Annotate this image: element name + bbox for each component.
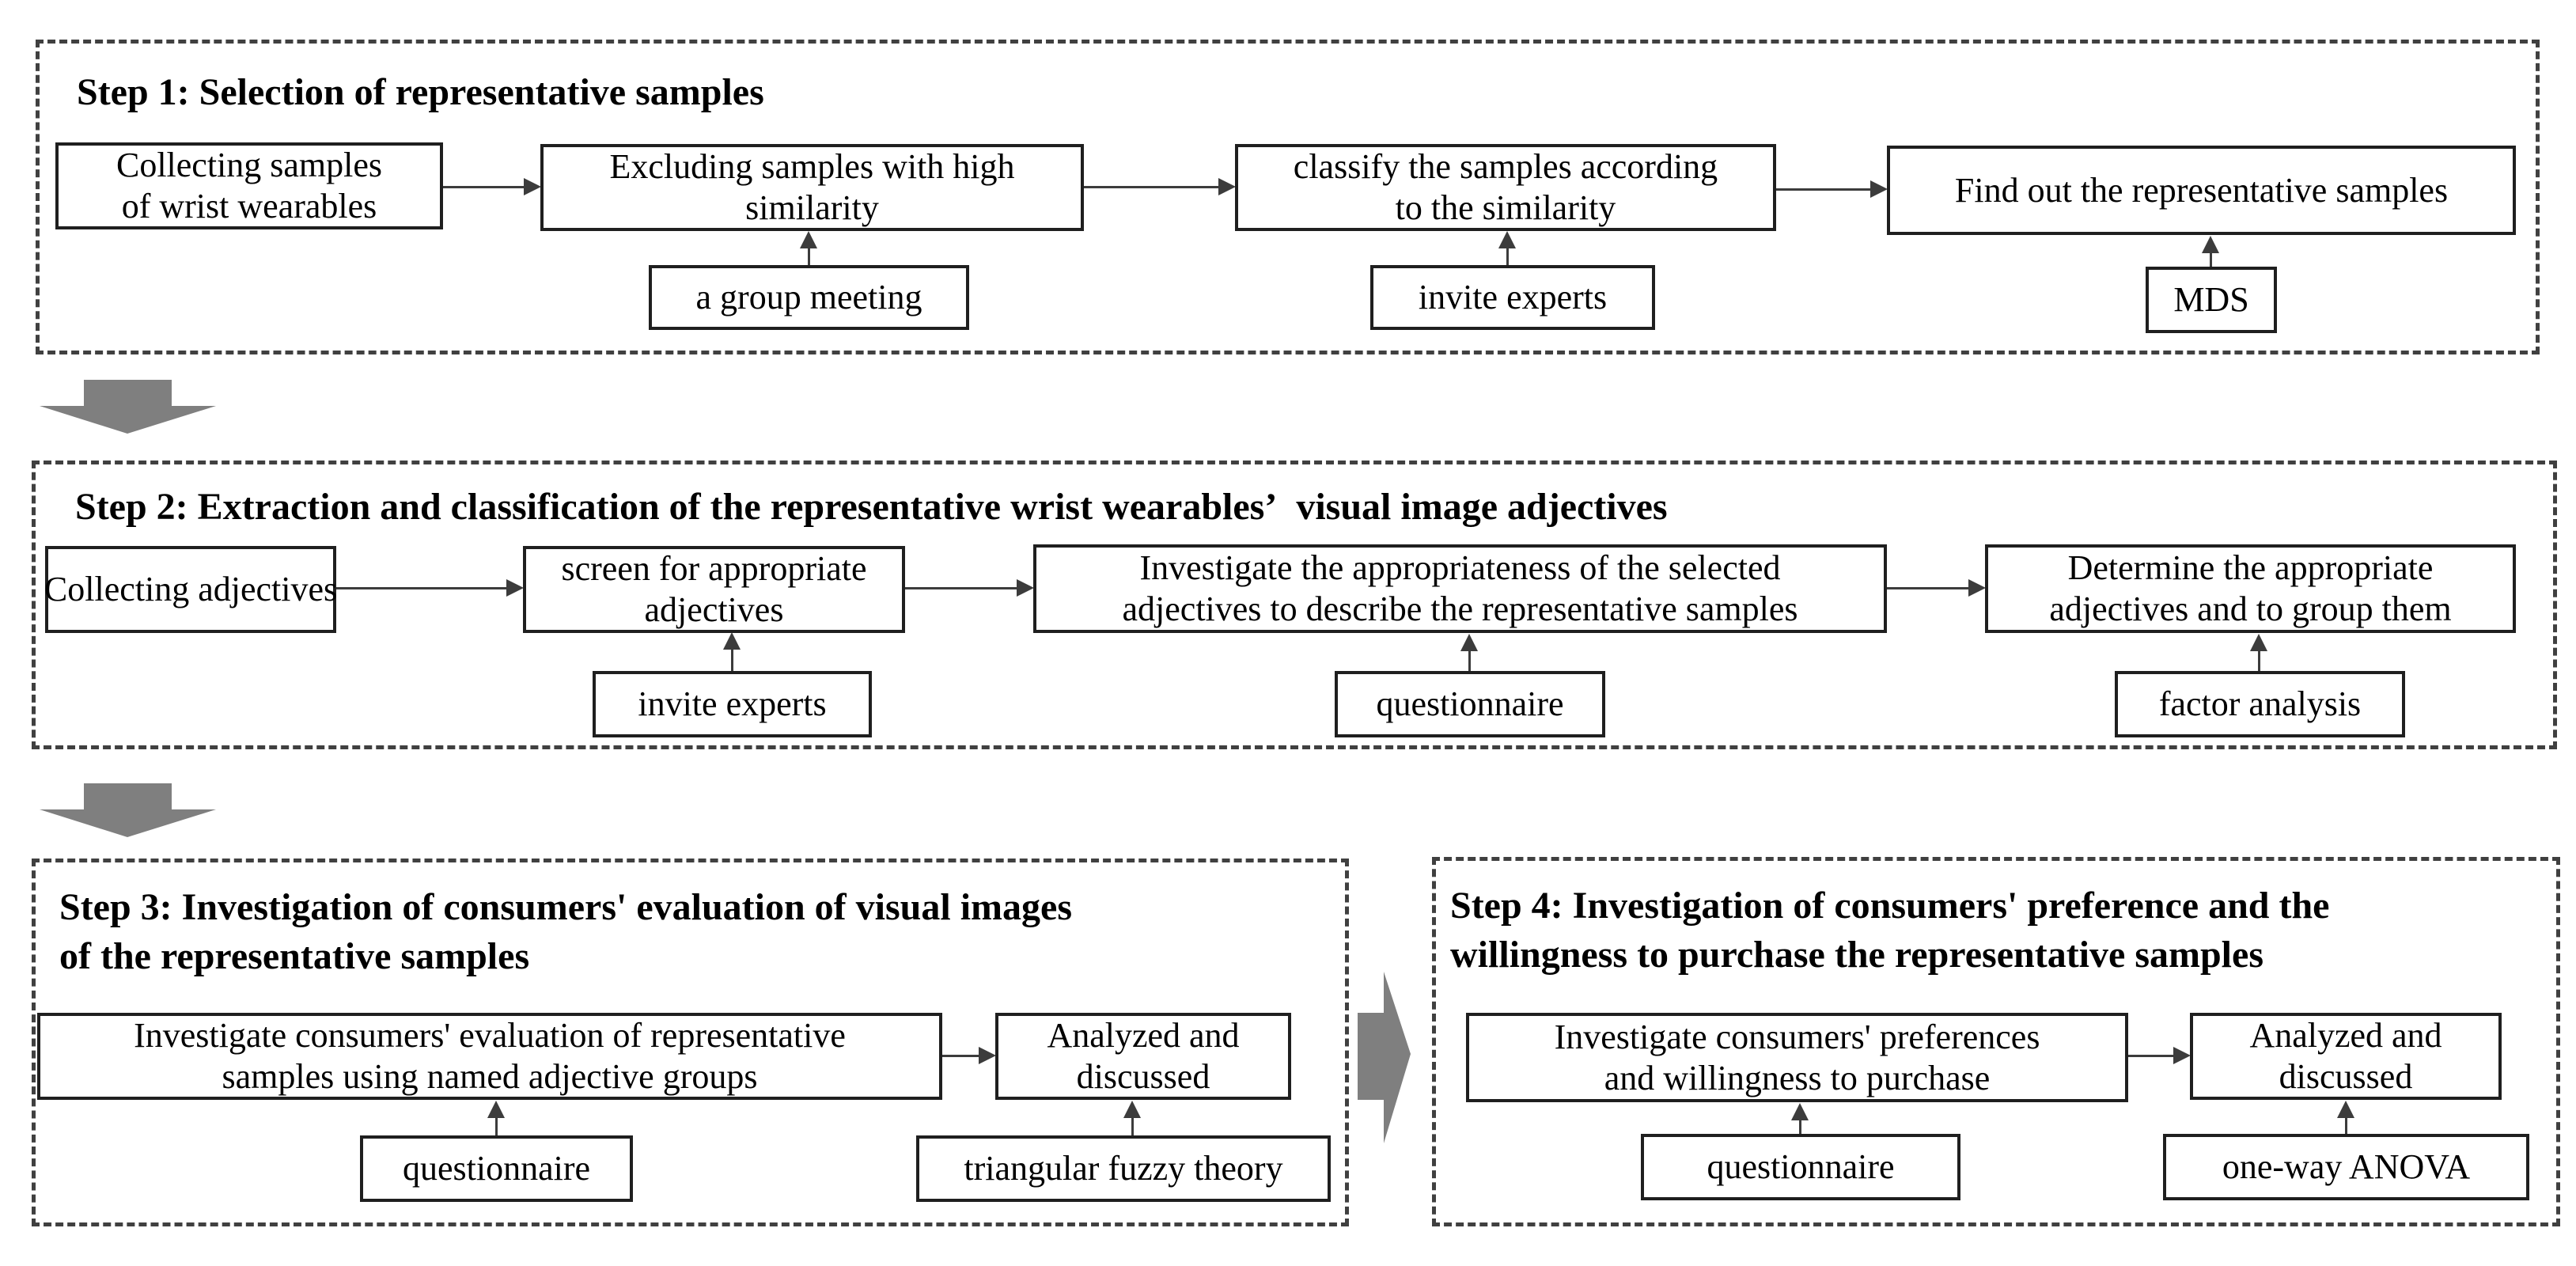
- box-label-line: MDS: [2173, 280, 2249, 319]
- title-line: Step 4: Investigation of consumers' pref…: [1450, 885, 2330, 927]
- step4-method-one-way-anova: one-way ANOVA: [2163, 1134, 2529, 1200]
- step1-box-find-representative-samples: Find out the representative samples: [1887, 146, 2516, 235]
- box-label-line: Analyzed and: [1047, 1016, 1240, 1055]
- step4-box-analyzed-discussed: Analyzed and discussed: [2190, 1013, 2502, 1100]
- step3-box-investigate-evaluation: Investigate consumers' evaluation of rep…: [37, 1013, 942, 1100]
- step4-box-investigate-preferences: Investigate consumers' preferences and w…: [1466, 1013, 2128, 1102]
- box-label-line: Investigate consumers' evaluation of rep…: [134, 1016, 846, 1055]
- title-line: of the representative samples: [59, 935, 530, 977]
- method-arrow-up-icon: [1460, 634, 1478, 671]
- flow-arrow-right-icon: [942, 1047, 996, 1064]
- box-label-line: Investigate consumers' preferences: [1554, 1017, 2040, 1056]
- step1-method-mds: MDS: [2146, 267, 2277, 333]
- box-label-line: Analyzed and: [2249, 1016, 2442, 1055]
- method-arrow-up-icon: [2250, 634, 2267, 671]
- step4-title: Step 4: Investigation of consumers' pref…: [1450, 881, 2329, 980]
- step2-method-questionnaire: questionnaire: [1335, 671, 1605, 737]
- arrow-shape: [1358, 972, 1411, 1143]
- step2-frame: [32, 461, 2557, 749]
- step1-title: Step 1: Selection of representative samp…: [77, 71, 764, 113]
- box-label-line: invite experts: [638, 684, 827, 723]
- box-label-line: similarity: [745, 188, 879, 227]
- step3-method-triangular-fuzzy-theory: triangular fuzzy theory: [916, 1135, 1331, 1202]
- method-arrow-up-icon: [487, 1101, 505, 1135]
- step3-title: Step 3: Investigation of consumers' eval…: [59, 883, 1072, 981]
- box-label-line: Investigate the appropriateness of the s…: [1139, 548, 1781, 587]
- box-label-line: to the similarity: [1395, 188, 1616, 227]
- step3-box-analyzed-discussed: Analyzed and discussed: [995, 1013, 1291, 1100]
- box-label-line: Excluding samples with high: [609, 147, 1015, 186]
- flow-arrow-right-icon: [1887, 579, 1986, 597]
- method-arrow-up-icon: [723, 632, 741, 671]
- step-down-arrow-icon: [40, 783, 216, 837]
- box-label-line: discussed: [1076, 1057, 1210, 1096]
- step-down-arrow-icon: [40, 380, 216, 434]
- box-label-line: adjectives and to group them: [2049, 589, 2452, 628]
- title-line: Step 3: Investigation of consumers' eval…: [59, 886, 1073, 928]
- box-label-line: adjectives: [644, 590, 784, 629]
- step2-method-invite-experts: invite experts: [593, 671, 872, 737]
- flow-arrow-right-icon: [2128, 1047, 2191, 1064]
- method-arrow-up-icon: [800, 231, 817, 265]
- arrow-shape: [40, 783, 216, 837]
- box-label-line: Find out the representative samples: [1954, 170, 2449, 210]
- box-label-line: of wrist wearables: [121, 187, 377, 226]
- step1-box-excluding-samples: Excluding samples with high similarity: [540, 144, 1084, 231]
- step1-box-collecting-samples: Collecting samples of wrist wearables: [55, 142, 443, 229]
- box-label-line: factor analysis: [2158, 684, 2362, 723]
- box-label-line: adjectives to describe the representativ…: [1122, 589, 1798, 628]
- flow-arrow-right-icon: [905, 579, 1034, 597]
- step3-method-questionnaire: questionnaire: [360, 1135, 633, 1202]
- box-label-line: one-way ANOVA: [2222, 1147, 2471, 1186]
- step1-method-invite-experts: invite experts: [1370, 265, 1655, 330]
- box-label-line: invite experts: [1418, 278, 1608, 316]
- arrow-shape: [40, 380, 216, 434]
- box-label-line: triangular fuzzy theory: [964, 1149, 1283, 1188]
- step2-box-collecting-adjectives: Collecting adjectives: [44, 546, 338, 633]
- step1-box-classify-samples: classify the samples according to the si…: [1235, 144, 1776, 231]
- box-label-line: and willingness to purchase: [1604, 1058, 1991, 1097]
- flow-arrow-right-icon: [443, 178, 541, 195]
- flow-arrow-right-icon: [336, 579, 524, 597]
- box-label-line: a group meeting: [695, 278, 922, 316]
- step1-frame: [36, 40, 2540, 354]
- method-arrow-up-icon: [1791, 1103, 1809, 1134]
- box-label-line: screen for appropriate: [561, 549, 867, 588]
- box-label-line: Collecting adjectives: [44, 570, 338, 608]
- flow-arrow-right-icon: [1084, 178, 1236, 195]
- step1-method-group-meeting: a group meeting: [649, 265, 969, 330]
- flow-arrow-right-icon: [1776, 180, 1888, 198]
- step2-title: Step 2: Extraction and classification of…: [75, 486, 1668, 528]
- box-label-line: questionnaire: [1376, 684, 1564, 723]
- step3-frame: [32, 859, 1349, 1226]
- step-right-arrow-icon: [1358, 972, 1411, 1143]
- step2-box-determine-adjectives: Determine the appropriate adjectives and…: [1985, 544, 2516, 633]
- method-arrow-up-icon: [1123, 1101, 1141, 1135]
- method-arrow-up-icon: [2337, 1101, 2354, 1134]
- step2-box-investigate-appropriateness: Investigate the appropriateness of the s…: [1033, 544, 1887, 633]
- box-label-line: Determine the appropriate: [2067, 548, 2434, 587]
- step4-method-questionnaire: questionnaire: [1641, 1134, 1960, 1200]
- box-label-line: samples using named adjective groups: [222, 1057, 758, 1096]
- title-line: willingness to purchase the representati…: [1450, 934, 2263, 976]
- method-arrow-up-icon: [1498, 231, 1516, 265]
- box-label-line: questionnaire: [402, 1149, 591, 1188]
- box-label-line: questionnaire: [1707, 1147, 1895, 1186]
- box-label-line: classify the samples according: [1293, 147, 1718, 186]
- step2-box-screen-adjectives: screen for appropriate adjectives: [523, 546, 905, 633]
- step4-frame: [1432, 857, 2560, 1226]
- step2-method-factor-analysis: factor analysis: [2115, 671, 2405, 737]
- method-arrow-up-icon: [2202, 236, 2219, 267]
- box-label-line: Collecting samples: [116, 146, 383, 184]
- box-label-line: discussed: [2279, 1057, 2413, 1096]
